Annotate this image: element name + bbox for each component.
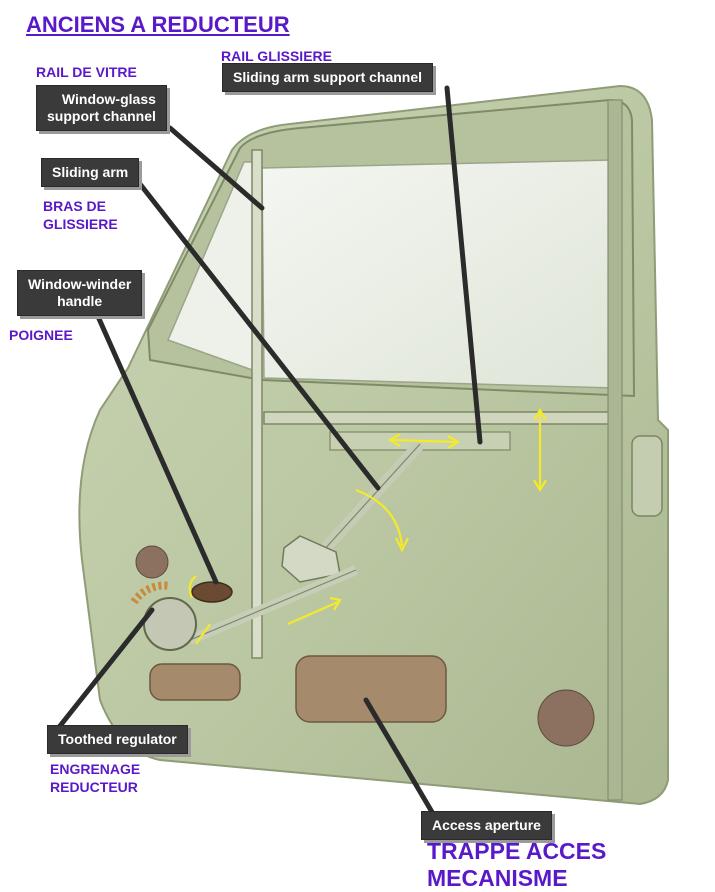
small-aperture	[149, 663, 241, 701]
label-bras-de-glissiere: BRAS DE GLISSIERE	[43, 198, 118, 232]
motion-arrows	[188, 407, 547, 645]
door-rear-edge	[607, 99, 623, 801]
leader-window-glass-support-channel	[167, 125, 265, 211]
window-glass-support-channel-rail	[251, 149, 263, 659]
leader-window-winder-handle	[93, 309, 219, 585]
callout-toothed-regulator: Toothed regulator	[47, 725, 188, 754]
door-lock	[631, 435, 663, 517]
label-engrenage-reducteur: ENGRENAGE REDUCTEUR	[50, 761, 141, 795]
lower-arm-edge	[189, 569, 357, 641]
label-rail-de-vitre: RAIL DE VITRE	[36, 64, 137, 80]
access-aperture-shape	[295, 655, 447, 723]
leader-lines	[49, 85, 483, 815]
sliding-arm-support-channel-rail	[263, 411, 615, 425]
leader-sliding-arm-support-channel	[444, 85, 483, 445]
leader-toothed-regulator	[49, 607, 155, 739]
gear-teeth	[130, 581, 171, 605]
window-glass	[261, 159, 615, 389]
page-title: ANCIENS A REDUCTEUR	[26, 12, 290, 37]
label-rail-glissiere: RAIL GLISSIERE	[221, 48, 332, 64]
callout-window-winder-handle: Window-winder handle	[17, 270, 143, 316]
upper-hole	[135, 545, 169, 579]
callout-access-aperture: Access aperture	[421, 811, 552, 840]
rear-hole	[537, 689, 595, 747]
toothed-regulator	[143, 597, 197, 651]
callout-sliding-arm-support-channel: Sliding arm support channel	[222, 63, 434, 92]
label-poignee: POIGNEE	[9, 327, 73, 343]
leader-sliding-arm	[137, 181, 381, 491]
leader-access-aperture	[363, 697, 435, 815]
label-trappe-acces: TRAPPE ACCES MECANISME	[427, 838, 607, 891]
callout-window-glass-support-channel: Window-glass support channel	[36, 85, 167, 131]
winder-handle	[191, 581, 233, 603]
callout-sliding-arm: Sliding arm	[41, 158, 140, 187]
